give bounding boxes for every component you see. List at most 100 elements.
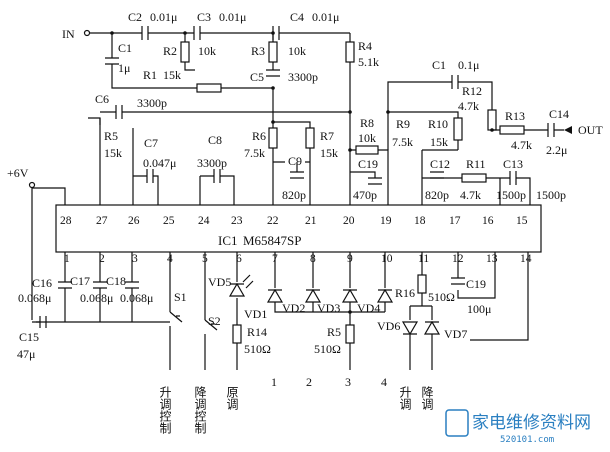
vd4-led-icon (376, 288, 394, 303)
ic-top-pins: 28 27 26 25 24 23 22 21 20 19 18 17 16 1… (60, 215, 528, 227)
c8-label: C8 (208, 133, 222, 147)
c13-plates (509, 171, 517, 185)
resistor-r8: R8 10k (355, 116, 379, 155)
resistor-r1: R1 15k (143, 68, 222, 93)
c2-plates (141, 26, 149, 40)
pin-21: 21 (305, 215, 317, 227)
r14-body (232, 324, 242, 344)
r13-body (499, 125, 525, 135)
pin-22: 22 (267, 215, 279, 227)
c17-label: C17 (70, 274, 90, 288)
r3-label: R3 (251, 44, 265, 58)
r2-wire (184, 33, 195, 71)
r11-value: 4.7k (460, 188, 481, 202)
r6-body (268, 127, 278, 149)
vd6-label: VD6 (377, 319, 400, 333)
r7-value: 15k (320, 146, 338, 160)
label-key-2: 2 (306, 375, 312, 389)
capacitor-c14: C14 2.2μ (546, 107, 569, 157)
led-vd2: VD2 (282, 288, 322, 315)
input-node (83, 29, 91, 37)
resistor-r14: R14 510Ω (232, 324, 271, 356)
c13-label: C13 (503, 157, 523, 171)
r4-value: 5.1k (358, 55, 379, 69)
junction (348, 110, 352, 114)
pin-3: 3 (132, 253, 138, 265)
c7-value: 0.047μ (143, 156, 176, 170)
capacitor-c1: C1 1μ (105, 41, 132, 75)
c2-value: 0.01μ (150, 10, 177, 24)
r13-label: R13 (505, 109, 525, 123)
r16-body (417, 274, 427, 294)
capacitor-c4: C4 0.01μ (272, 10, 339, 40)
pin-20: 20 (343, 215, 355, 227)
capacitor-c13: C13 1500p (496, 157, 526, 202)
resistor-r4: R4 5.1k (345, 39, 379, 69)
output-terminal: OUT (564, 123, 603, 137)
c19-plates (350, 171, 382, 185)
r2-value: 10k (198, 44, 216, 58)
r8-label: R8 (360, 116, 374, 130)
resistor-r12: R12 4.7k (458, 84, 497, 131)
c8-value: 3300p (197, 156, 227, 170)
c18-plates (125, 281, 139, 322)
pin-26: 26 (128, 215, 140, 227)
switch-s1: S1 (169, 290, 187, 323)
r10-label: R10 (428, 117, 448, 131)
watermark: 家电维修资料网 520101.com (445, 409, 591, 445)
capacitor-c3: C3 0.01μ (193, 10, 246, 40)
r9-label: R9 (396, 117, 410, 131)
c1b-label: C1 (432, 58, 446, 72)
capacitor-c19-top: C19 470p (350, 157, 382, 202)
c5-label: C5 (250, 70, 264, 84)
pin-14: 14 (520, 253, 532, 265)
capacitor-c7: C7 0.047μ (143, 136, 176, 183)
vd5-light-icon (242, 274, 254, 289)
r5b-value: 510Ω (314, 342, 341, 356)
capacitor-c15: C15 47μ (17, 316, 47, 361)
ic-body (55, 204, 542, 253)
vd6-led-icon (401, 321, 419, 336)
r12-label: R12 (462, 84, 482, 98)
pin-28: 28 (60, 215, 72, 227)
c16-plates (58, 281, 72, 322)
vd7-label: VD7 (444, 327, 467, 341)
c3-label: C3 (197, 10, 211, 24)
resistor-r3: R3 10k (251, 41, 306, 63)
c3-value: 0.01μ (219, 10, 246, 24)
c5-value: 3300p (288, 70, 318, 84)
vd1-vd4-wire (274, 252, 386, 313)
pin-27: 27 (96, 215, 108, 227)
pin-24: 24 (198, 215, 210, 227)
led-vd5: VD5 (208, 274, 254, 297)
resistor-r10: R10 15k (428, 117, 463, 149)
c8-wire (199, 175, 235, 205)
pin-2: 2 (99, 253, 105, 265)
junction (271, 86, 275, 90)
vd7-led-icon (423, 320, 441, 335)
watermark-url: 520101.com (500, 435, 554, 445)
c2-label: C2 (128, 10, 142, 24)
capacitor-c9: C9 820p (282, 154, 306, 202)
label-s2: 降调控制 (193, 386, 207, 434)
supply-terminal: +6V (7, 166, 36, 189)
capacitor-c12: C12 820p (425, 157, 450, 202)
r5b-label: R5 (327, 325, 341, 339)
junction (271, 120, 275, 124)
output-arrow-icon (564, 126, 572, 134)
c19-label: C19 (358, 157, 378, 171)
vd3-led-icon (341, 288, 359, 303)
vd1-led-icon (266, 288, 284, 303)
led-vd3: VD3 (317, 288, 359, 315)
c19-value: 470p (353, 188, 377, 202)
c1b-value: 0.1μ (458, 58, 479, 72)
vd2-led-icon (304, 288, 322, 303)
pin14-wire (470, 252, 529, 341)
ic-bottom-pins: 1 2 3 4 5 6 7 8 9 10 11 12 13 14 (64, 253, 532, 265)
pin-19: 19 (380, 215, 392, 227)
led-vd1: VD1 (244, 288, 284, 321)
c1b-plates (451, 75, 459, 89)
c4-label: C4 (290, 10, 304, 24)
c13-value: 1500p (496, 188, 526, 202)
resistor-r7: R7 15k (305, 127, 338, 160)
